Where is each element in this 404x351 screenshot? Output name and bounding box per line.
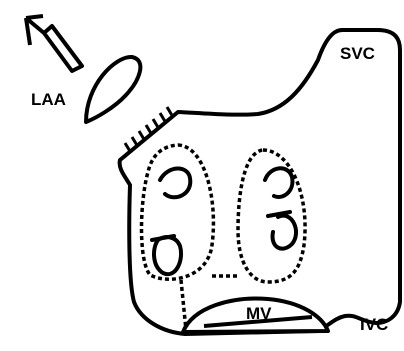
atrium-outline [120, 30, 400, 334]
laa-lobe [86, 57, 140, 122]
ivc-label: IVC [360, 315, 388, 334]
svc-label: SVC [340, 44, 375, 63]
laa-label: LAA [31, 90, 66, 109]
laa-arrow [26, 16, 82, 71]
mv-label: MV [246, 304, 272, 323]
